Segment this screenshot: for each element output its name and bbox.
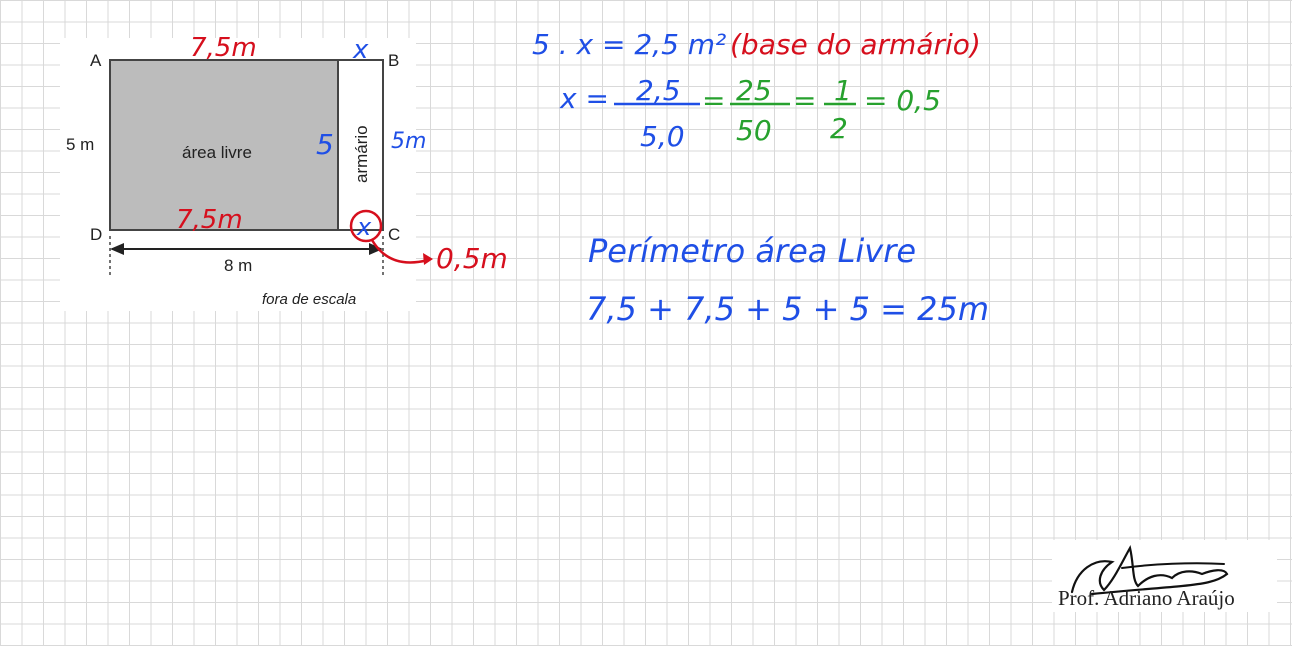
wardrobe-height-annotation: 5m — [391, 129, 426, 154]
fraction3-denominator: 2 — [830, 112, 848, 145]
wardrobe-width-circle — [349, 209, 383, 243]
perimeter-sum: 7,5 + 7,5 + 5 + 5 = 25m — [586, 290, 989, 328]
vertex-b: B — [388, 51, 399, 70]
inner-height-annotation: 5 — [316, 128, 334, 161]
wardrobe-rect — [337, 59, 384, 231]
signature-name: Prof. Adriano Araújo — [1058, 586, 1235, 610]
result-arrow — [370, 239, 429, 264]
free-area-label: área livre — [182, 143, 252, 162]
vertex-c: C — [388, 225, 400, 244]
scale-note: fora de escala — [262, 291, 356, 308]
vertex-d: D — [90, 225, 102, 244]
fraction2-denominator: 50 — [736, 114, 772, 147]
dimension-arrow-left — [110, 243, 124, 255]
wardrobe-label: armário — [352, 125, 371, 183]
signature-box: Prof. Adriano Araújo — [1052, 540, 1277, 612]
wardrobe-width-bottom-annotation: x — [356, 213, 372, 241]
equation-lhs: 5 . x = 2,5 m² — [532, 28, 726, 61]
x-label: x = — [559, 82, 609, 115]
bottom-dimension-label: 8 m — [224, 256, 252, 275]
signature-scribble — [1070, 545, 1229, 596]
equation-note: (base do armário) — [730, 28, 981, 61]
final-result: = 0,5 — [864, 84, 941, 117]
top-length-annotation: 7,5m — [190, 33, 257, 63]
side-left-label: 5 m — [66, 135, 94, 154]
wardrobe-width-result: 0,5m — [436, 242, 508, 275]
equals-sign-1: = — [702, 84, 725, 117]
wardrobe-width-top-annotation: x — [352, 35, 369, 65]
perimeter-title: Perímetro área Livre — [588, 232, 916, 270]
fraction3-numerator: 1 — [834, 74, 852, 107]
fraction1-denominator: 5,0 — [640, 120, 685, 153]
fraction1-numerator: 2,5 — [636, 74, 681, 107]
free-area-rect — [109, 59, 339, 231]
result-arrow-head — [423, 253, 433, 265]
vertex-a: A — [90, 51, 102, 70]
dimension-arrow-right — [369, 243, 383, 255]
equals-sign-2: = — [793, 84, 816, 117]
fraction2-numerator: 25 — [736, 74, 772, 107]
bottom-length-annotation: 7,5m — [176, 205, 243, 235]
